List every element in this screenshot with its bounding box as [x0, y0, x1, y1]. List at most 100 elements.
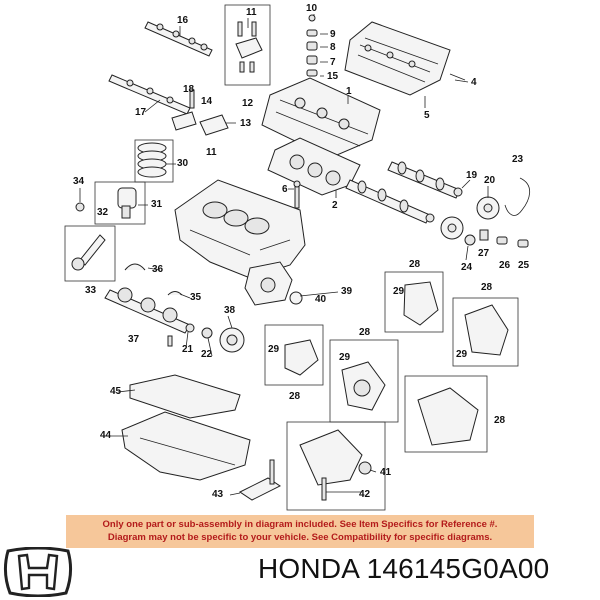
water-pump: [341, 361, 386, 411]
rocker-assembly: [171, 89, 229, 136]
callout-22: 22: [201, 349, 213, 360]
head-gasket: [267, 137, 361, 196]
engine-block: [174, 179, 306, 279]
callout-23: 23: [512, 154, 524, 165]
cylinder-head: [261, 77, 381, 159]
oil-pump-box-1: [264, 324, 324, 386]
callout-33: 33: [85, 285, 97, 296]
piston-rings-box: [134, 139, 174, 183]
piston-box: [94, 181, 146, 225]
callout-2: 2: [332, 200, 338, 211]
callout-45: 45: [110, 386, 122, 397]
callout-30: 30: [177, 158, 189, 169]
camshaft-lower: [108, 74, 191, 115]
timing-cover-2: [464, 304, 509, 356]
thrust-washer: [167, 291, 183, 296]
valve-cover: [344, 21, 451, 96]
callout-25: 25: [518, 260, 530, 271]
callout-29-a: 29: [393, 286, 405, 297]
oil-pan: [121, 411, 251, 481]
crank-seal-parts: [167, 323, 213, 347]
callout-28-e: 28: [494, 415, 506, 426]
callout-labels: 16 11 12 10 9 8 7 15 1 4 5 17 13 14 18 3…: [73, 3, 530, 500]
callout-12: 12: [242, 98, 254, 109]
bearing-shell: [124, 263, 146, 271]
callout-42: 42: [359, 489, 371, 500]
oil-filter-housing: [299, 429, 372, 501]
snap-ring: [75, 202, 85, 212]
callout-43: 43: [212, 489, 224, 500]
timing-cover-box-2: [452, 297, 519, 367]
callout-29-c: 29: [268, 344, 280, 355]
callout-44: 44: [100, 430, 112, 441]
callout-16: 16: [177, 15, 189, 26]
callout-39: 39: [341, 286, 353, 297]
callout-27: 27: [478, 248, 490, 259]
callout-34: 34: [73, 176, 85, 187]
oil-filter-box: [286, 421, 386, 511]
callout-8: 8: [330, 42, 336, 53]
callout-28-d: 28: [359, 327, 371, 338]
rear-seal-cover: [244, 261, 293, 306]
callout-18: 18: [183, 84, 195, 95]
callout-19: 19: [466, 170, 478, 181]
callout-37: 37: [128, 334, 140, 345]
timing-cover-box-1: [384, 271, 444, 333]
oil-pan-baffle: [129, 374, 241, 419]
callout-15: 15: [327, 71, 339, 82]
callout-29-b: 29: [456, 349, 468, 360]
callout-1: 1: [346, 86, 352, 97]
callout-11: 11: [246, 7, 257, 18]
cam-pulley-lower: [440, 216, 464, 240]
camshaft-upper: [144, 21, 213, 57]
head-bolt: [293, 180, 301, 209]
oil-pump-1: [284, 339, 319, 376]
callout-38: 38: [224, 305, 236, 316]
camshaft-right-lower: [345, 179, 431, 224]
exploded-engine-diagram: 16 11 12 10 9 8 7 15 1 4 5 17 13 14 18 3…: [64, 3, 531, 511]
callout-40: 40: [315, 294, 327, 305]
callout-13: 13: [240, 118, 252, 129]
callout-21: 21: [182, 344, 194, 355]
callout-14: 14: [201, 96, 213, 107]
callout-5: 5: [424, 110, 430, 121]
disclaimer-line-2: Diagram may not be specific to your vehi…: [107, 532, 493, 543]
cam-pulley-upper: [476, 196, 500, 220]
valve-parts-column: [306, 14, 318, 77]
part-number: 146145G0A00: [366, 553, 550, 584]
callout-26: 26: [499, 260, 511, 271]
disclaimer-banner: Only one part or sub-assembly in diagram…: [66, 515, 534, 548]
callout-28-c: 28: [289, 391, 301, 402]
callout-35: 35: [190, 292, 202, 303]
connecting-rod: [71, 234, 106, 271]
honda-h-logo-icon: [3, 547, 73, 597]
piston: [117, 187, 137, 219]
piston-rings: [137, 142, 167, 178]
callout-24: 24: [461, 262, 473, 273]
callout-10: 10: [306, 3, 318, 14]
timing-cover-box-3: [404, 375, 488, 453]
disclaimer-line-1: Only one part or sub-assembly in diagram…: [102, 519, 498, 530]
brand-name: HONDA: [258, 553, 359, 584]
part-title: HONDA 146145G0A00: [258, 553, 549, 585]
callout-7: 7: [330, 57, 336, 68]
callout-28-a: 28: [409, 259, 421, 270]
crank-pulley: [219, 327, 245, 353]
callout-28-b: 28: [481, 282, 493, 293]
rear-seal: [289, 291, 303, 305]
leader-lines: [79, 14, 489, 496]
camshaft-right-upper: [387, 161, 461, 199]
rocker-detail-box: [224, 4, 271, 86]
timing-cover-3: [417, 387, 479, 446]
callout-6: 6: [282, 184, 288, 195]
timing-belt: [504, 177, 531, 216]
oil-strainer: [239, 459, 281, 501]
rocker-arm: [235, 21, 263, 73]
callout-17: 17: [135, 107, 147, 118]
tensioner-parts: [464, 229, 529, 248]
callout-41: 41: [380, 467, 392, 478]
crankshaft: [104, 287, 191, 334]
callout-29-d: 29: [339, 352, 351, 363]
timing-cover-1: [403, 281, 439, 326]
cam-seal: [425, 187, 463, 223]
